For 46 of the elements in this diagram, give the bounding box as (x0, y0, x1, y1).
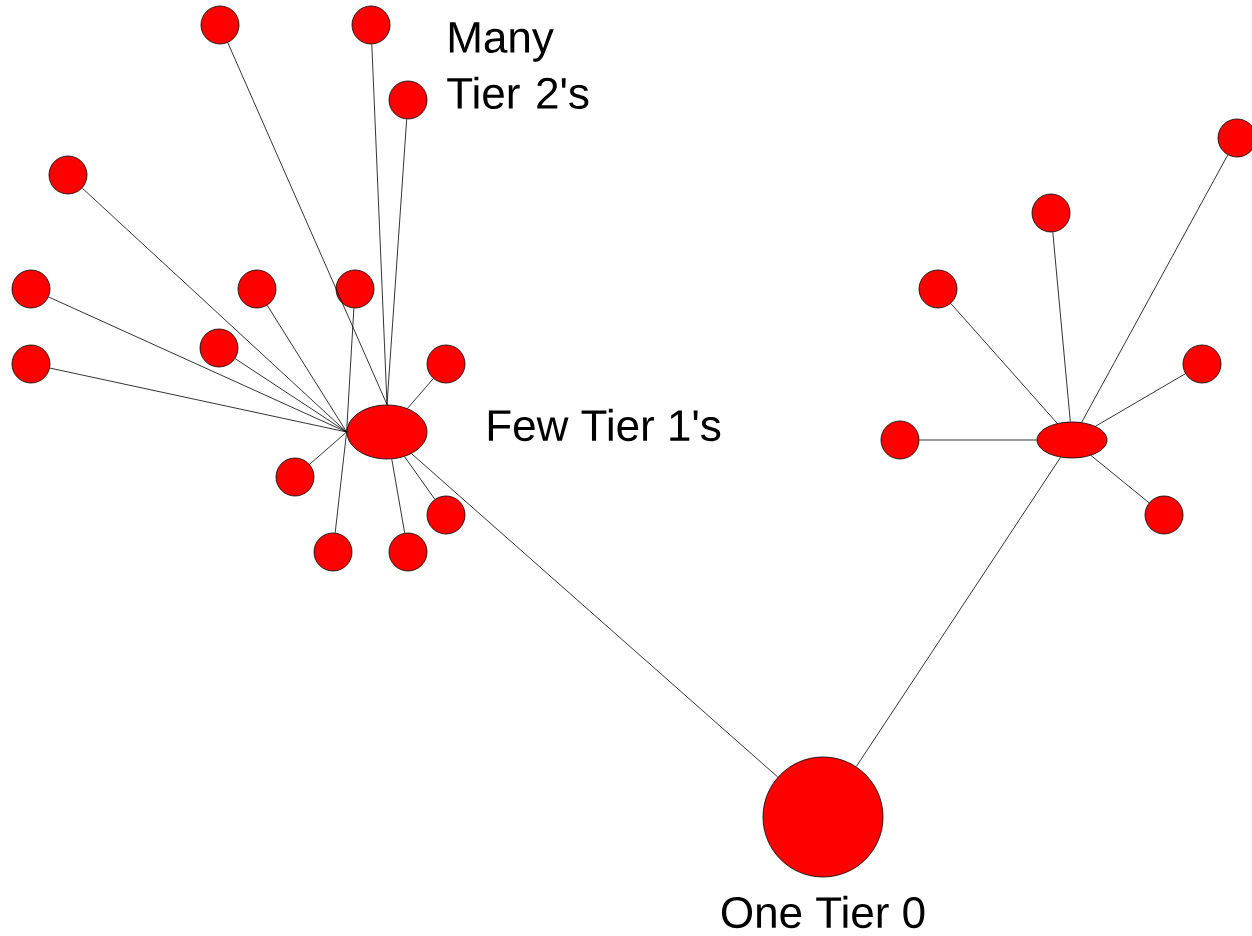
node-circle (388, 532, 428, 572)
connector-line (371, 43, 388, 405)
node-circle (426, 344, 466, 384)
node-circle (48, 155, 88, 195)
connector-line (346, 307, 355, 433)
connector-line (266, 305, 347, 433)
node-ellipse (346, 404, 428, 460)
node-circle (880, 420, 920, 460)
node-circle (918, 269, 958, 309)
node-circle (11, 269, 51, 309)
connector-line (49, 367, 347, 433)
connector-line (234, 358, 347, 433)
node-circle (1031, 193, 1071, 233)
node-circle (313, 532, 353, 572)
node-circle (426, 495, 466, 535)
node-circle (351, 5, 391, 45)
node-circle (1182, 344, 1222, 384)
tier-label: Many Tier 2's (447, 22, 589, 109)
node-circle (762, 756, 884, 878)
connector-line (227, 42, 388, 405)
node-circle (199, 328, 239, 368)
connector-line (1052, 231, 1071, 422)
node-circle (1217, 118, 1252, 158)
connector-line (386, 118, 408, 405)
connector-line (407, 378, 434, 409)
node-circle (335, 269, 375, 309)
connector-line (334, 431, 347, 534)
connector-line (950, 303, 1058, 424)
connector-line (1081, 154, 1229, 423)
node-circle (275, 457, 315, 497)
connector-line (919, 439, 1037, 441)
connector-line (411, 453, 779, 778)
tier-label: One Tier 0 (722, 895, 925, 929)
connector-line (309, 431, 347, 465)
connector-line (391, 458, 406, 534)
connector-line (1095, 373, 1186, 427)
node-circle (388, 80, 428, 120)
connector-line (855, 457, 1061, 767)
node-circle (237, 269, 277, 309)
node-circle (1144, 495, 1184, 535)
tier-label: Few Tier 1's (488, 408, 721, 442)
node-circle (11, 344, 51, 384)
node-circle (200, 5, 240, 45)
connector-line (1090, 455, 1150, 504)
connector-line (404, 456, 436, 500)
node-ellipse (1036, 421, 1108, 459)
